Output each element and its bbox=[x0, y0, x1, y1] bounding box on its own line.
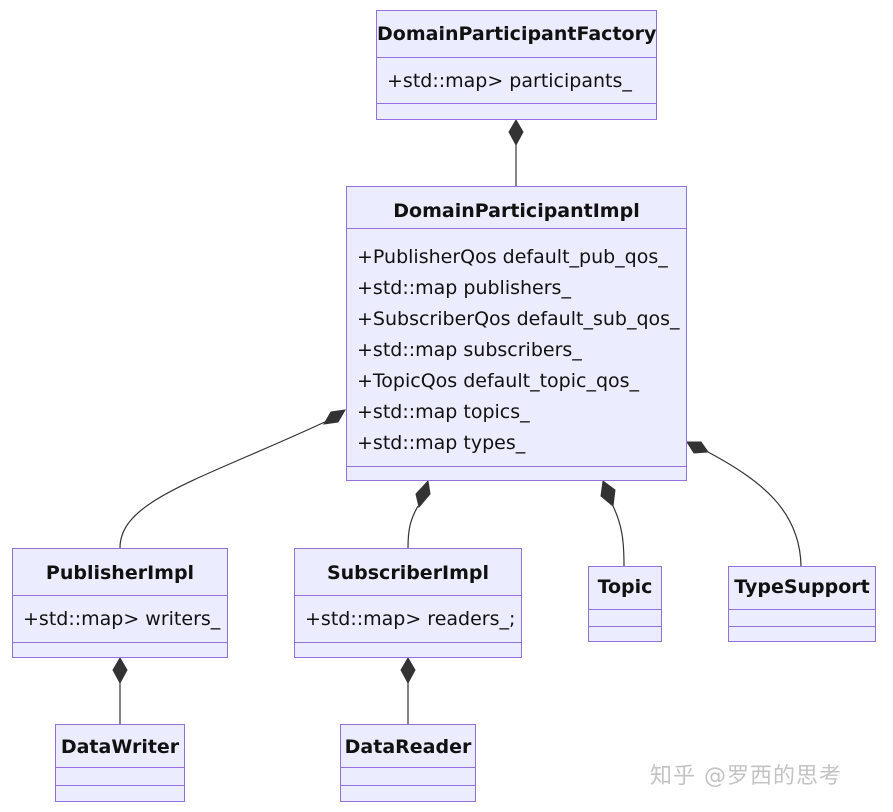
composition-diamond-datawriter bbox=[112, 657, 128, 685]
class-separator bbox=[347, 466, 686, 467]
class-subscriber-impl: SubscriberImpl +std::map> readers_; bbox=[294, 548, 522, 658]
class-attribute: +std::map> participants_ bbox=[387, 70, 632, 92]
class-name: DataWriter bbox=[60, 736, 180, 758]
class-attributes: +PublisherQos default_pub_qos_ +std::map… bbox=[357, 242, 682, 459]
class-datareader: DataReader bbox=[340, 724, 476, 802]
class-attribute: +std::map subscribers_ bbox=[357, 339, 582, 361]
class-attribute: +std::map publishers_ bbox=[357, 277, 571, 299]
composition-diamond-datareader bbox=[400, 657, 416, 685]
class-topic: Topic bbox=[588, 566, 662, 642]
class-attributes: +std::map> readers_; bbox=[305, 604, 517, 635]
class-separator bbox=[377, 103, 656, 104]
class-separator bbox=[341, 767, 475, 768]
composition-diamond-publisher bbox=[323, 409, 346, 425]
class-separator bbox=[13, 595, 227, 596]
class-attribute: +TopicQos default_topic_qos_ bbox=[357, 370, 640, 392]
class-attributes: +std::map> writers_ bbox=[23, 604, 223, 635]
composition-diamond-typesupport bbox=[686, 441, 709, 454]
class-separator bbox=[295, 595, 521, 596]
class-separator bbox=[347, 228, 686, 229]
class-datawriter: DataWriter bbox=[55, 724, 185, 802]
class-name: DataReader bbox=[344, 736, 472, 758]
class-separator bbox=[295, 642, 521, 643]
class-name: DomainParticipantImpl bbox=[393, 200, 640, 222]
class-typesupport: TypeSupport bbox=[728, 566, 876, 642]
class-separator bbox=[589, 626, 661, 627]
edge-participant-topic bbox=[612, 505, 625, 567]
class-attribute: +PublisherQos default_pub_qos_ bbox=[357, 246, 668, 268]
composition-diamond-factory bbox=[508, 119, 524, 147]
composition-diamond-topic bbox=[600, 480, 616, 507]
class-separator bbox=[729, 609, 875, 610]
class-separator bbox=[589, 609, 661, 610]
class-separator bbox=[341, 785, 475, 786]
composition-diamond-subscriber bbox=[415, 479, 431, 509]
class-name: PublisherImpl bbox=[45, 562, 195, 584]
class-name: TypeSupport bbox=[734, 576, 870, 598]
class-separator bbox=[13, 642, 227, 643]
class-attributes: +std::map> participants_ bbox=[387, 66, 652, 97]
class-name: DomainParticipantFactory bbox=[377, 23, 657, 45]
class-attribute: +SubscriberQos default_sub_qos_ bbox=[357, 308, 680, 330]
class-name: Topic bbox=[597, 576, 653, 598]
class-attribute: +std::map types_ bbox=[357, 432, 526, 454]
watermark-text: 知乎 @罗西的思考 bbox=[650, 764, 842, 789]
class-separator bbox=[56, 767, 184, 768]
class-publisher-impl: PublisherImpl +std::map> writers_ bbox=[12, 548, 228, 658]
class-attribute: +std::map> readers_; bbox=[305, 608, 516, 630]
class-name: SubscriberImpl bbox=[326, 562, 490, 584]
class-separator bbox=[377, 57, 656, 58]
class-domain-participant-factory: DomainParticipantFactory +std::map> part… bbox=[376, 10, 657, 120]
class-attribute: +std::map> writers_ bbox=[23, 608, 221, 630]
class-separator bbox=[56, 785, 184, 786]
class-domain-participant-impl: DomainParticipantImpl +PublisherQos defa… bbox=[346, 186, 687, 481]
class-attribute: +std::map topics_ bbox=[357, 401, 530, 423]
edge-participant-publisher bbox=[119, 420, 328, 549]
edge-participant-subscriber bbox=[407, 505, 419, 549]
class-separator bbox=[729, 626, 875, 627]
edge-participant-typesupport bbox=[707, 451, 802, 567]
